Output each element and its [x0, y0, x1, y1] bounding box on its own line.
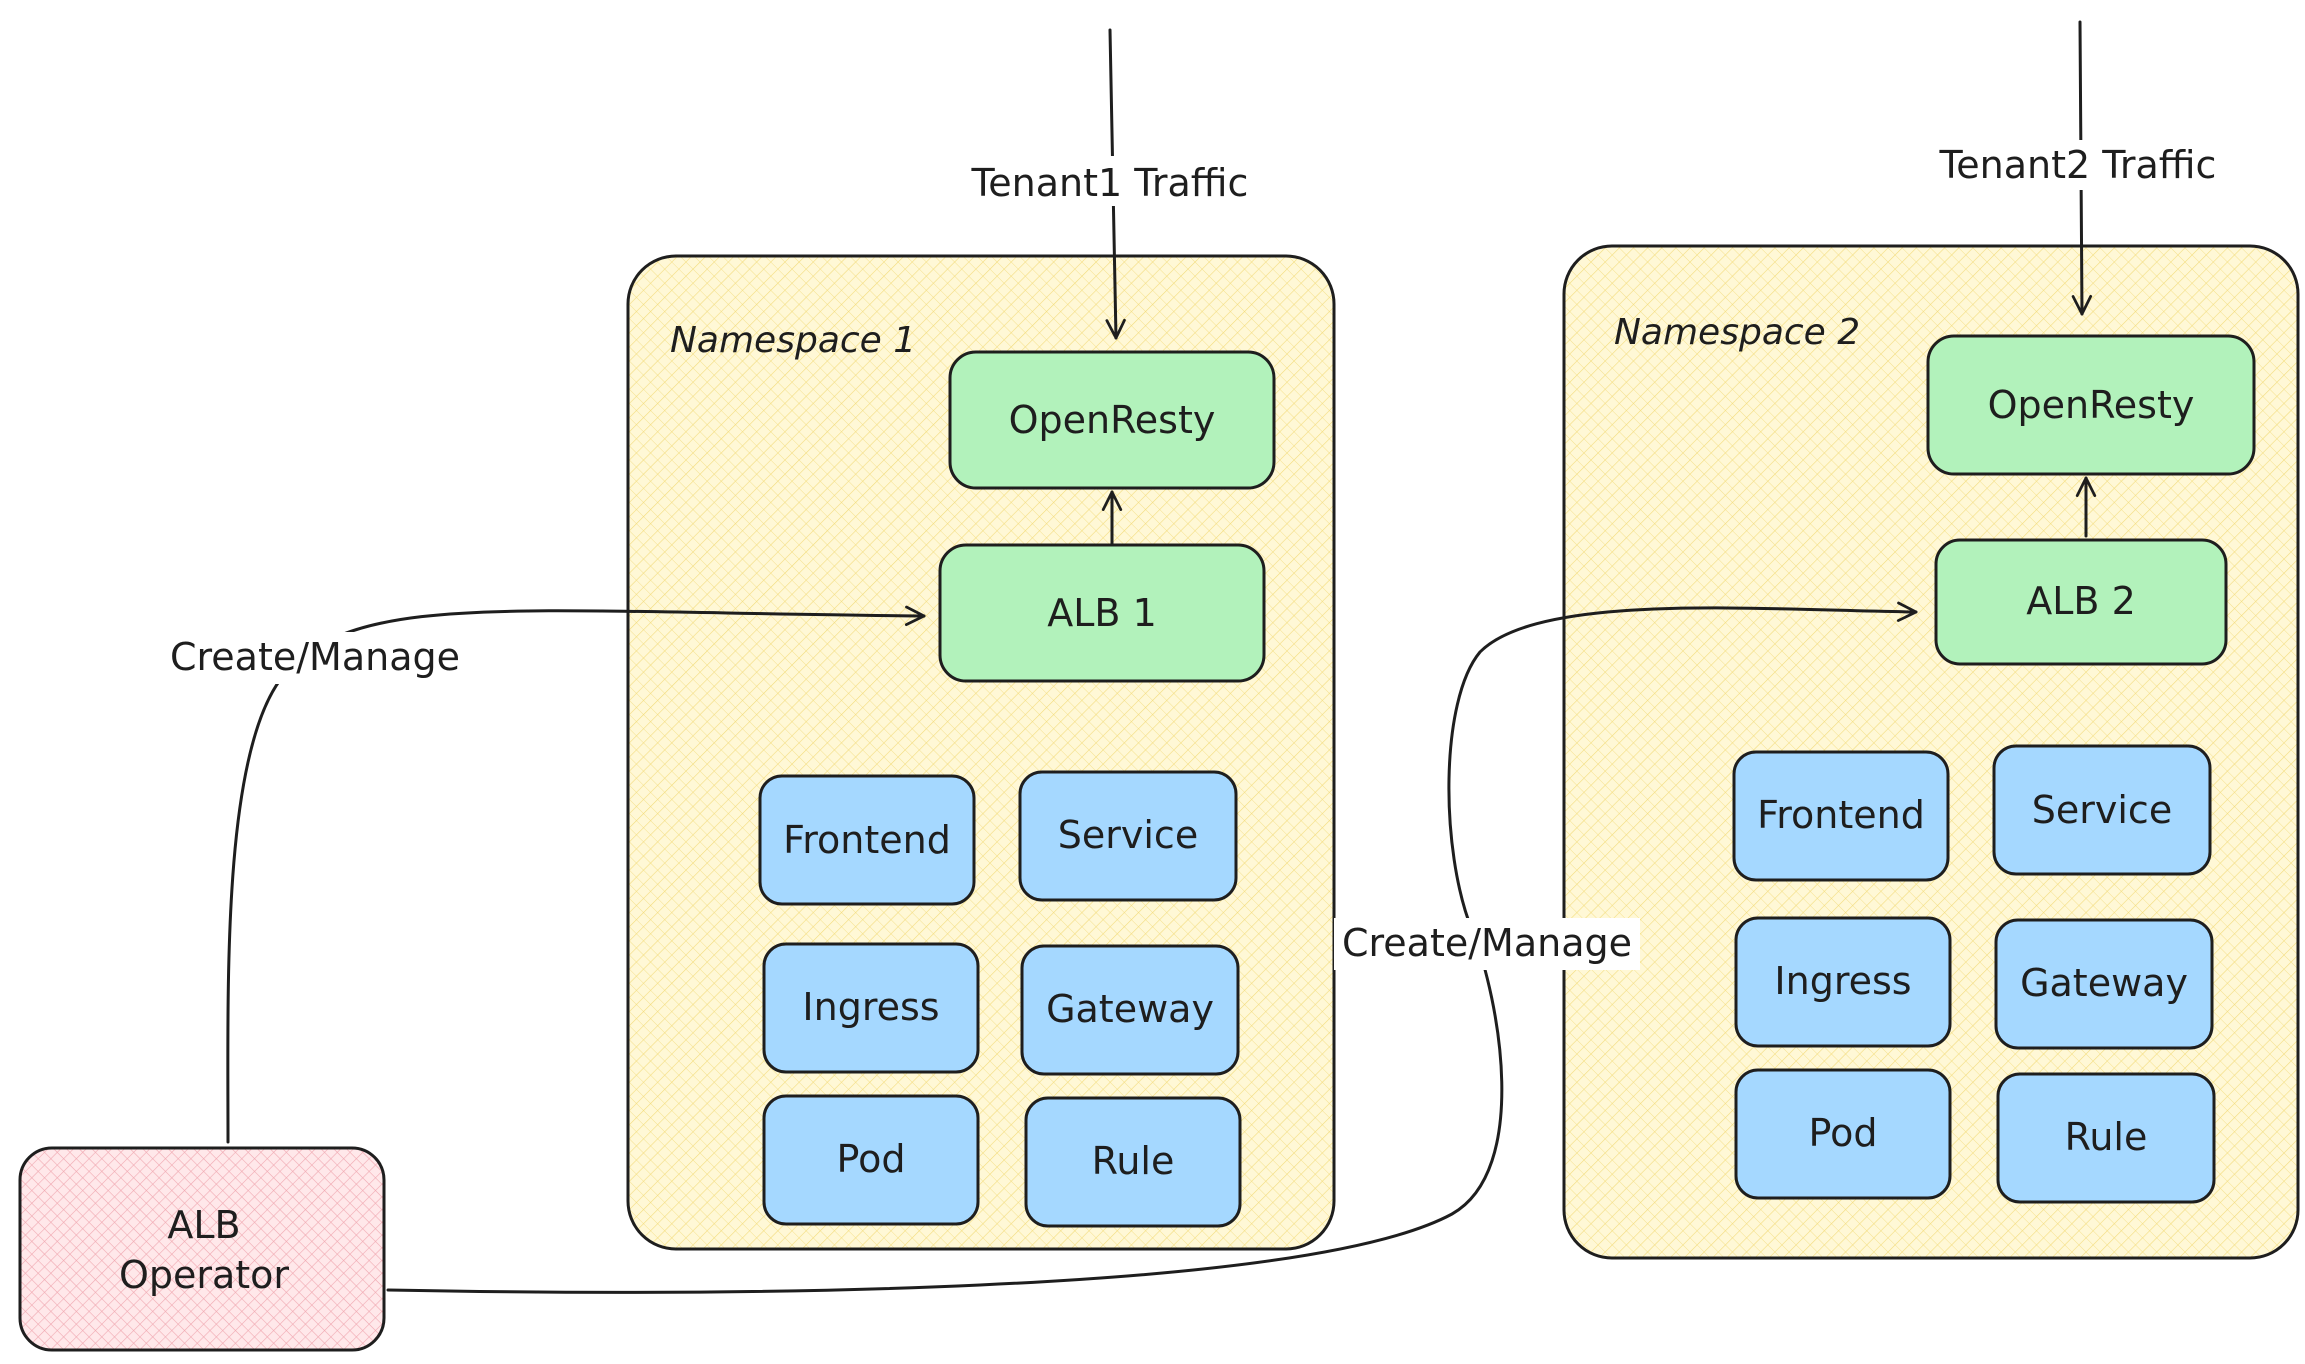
ns1-service-box	[1018, 770, 1238, 902]
tenant1-traffic-label: Tenant1 Traffic	[971, 161, 1249, 205]
namespace-2-container: Namespace 2 Tenant2 Traffic OpenResty AL…	[1562, 20, 2300, 1260]
namespace-1-container: Namespace 1 Tenant1 Traffic OpenResty AL…	[626, 28, 1336, 1251]
namespace-1-label: Namespace 1	[670, 320, 916, 361]
ns1-frontend-label: Frontend	[783, 818, 951, 862]
ns2-ingress-label: Ingress	[1774, 959, 1911, 1003]
ns1-ingress-label: Ingress	[802, 985, 939, 1029]
ns1-service-label: Service	[1058, 813, 1198, 857]
tenant2-traffic-label-bg	[1908, 140, 2248, 190]
openresty-2-label: OpenResty	[1988, 383, 2195, 427]
ns1-pod-label: Pod	[837, 1137, 906, 1181]
ns2-pod-label: Pod	[1809, 1111, 1878, 1155]
ns2-service-box	[1992, 744, 2212, 876]
ns2-frontend-box	[1732, 750, 1950, 882]
alb-2-label: ALB 2	[2026, 579, 2136, 623]
ns2-pod-box	[1734, 1068, 1952, 1200]
openresty-1-label: OpenResty	[1009, 398, 1216, 442]
openresty-1-box	[948, 350, 1276, 490]
ns2-gateway-label: Gateway	[2020, 961, 2188, 1005]
ns2-frontend-label: Frontend	[1757, 793, 1925, 837]
ns1-rule-label: Rule	[1092, 1139, 1175, 1183]
alb-1-label: ALB 1	[1047, 591, 1157, 635]
ns1-rule-box	[1024, 1096, 1242, 1228]
create-manage-2-label-bg	[1334, 918, 1640, 970]
ns1-gateway-label: Gateway	[1046, 987, 1214, 1031]
create-manage-1-label-bg	[160, 632, 470, 684]
namespace-2-label: Namespace 2	[1614, 312, 1860, 353]
alb-2-box	[1934, 538, 2228, 666]
create-manage-2-label: Create/Manage	[1342, 921, 1632, 965]
ns2-rule-label: Rule	[2065, 1115, 2148, 1159]
ns1-pod-box	[762, 1094, 980, 1226]
ns1-ingress-box	[762, 942, 980, 1074]
alb-operator-line1: ALB	[167, 1203, 240, 1247]
alb-operator-container: ALB Operator	[18, 1146, 386, 1352]
ns2-service-label: Service	[2032, 788, 2172, 832]
operator-to-alb2-arrow	[386, 601, 1918, 1294]
tenant1-traffic-label-bg	[945, 156, 1263, 206]
alb-operator-line2: Operator	[119, 1253, 289, 1297]
ns2-gateway-box	[1994, 918, 2214, 1050]
alb-operator-box	[18, 1146, 386, 1352]
alb-1-box	[938, 543, 1266, 683]
tenant2-traffic-label: Tenant2 Traffic	[1939, 143, 2217, 187]
ns2-ingress-box	[1734, 916, 1952, 1048]
ns1-frontend-box	[758, 774, 976, 906]
ns1-gateway-box	[1020, 944, 1240, 1076]
create-manage-1-label: Create/Manage	[170, 635, 460, 679]
openresty-2-box	[1926, 334, 2256, 476]
ns2-rule-box	[1996, 1072, 2216, 1204]
